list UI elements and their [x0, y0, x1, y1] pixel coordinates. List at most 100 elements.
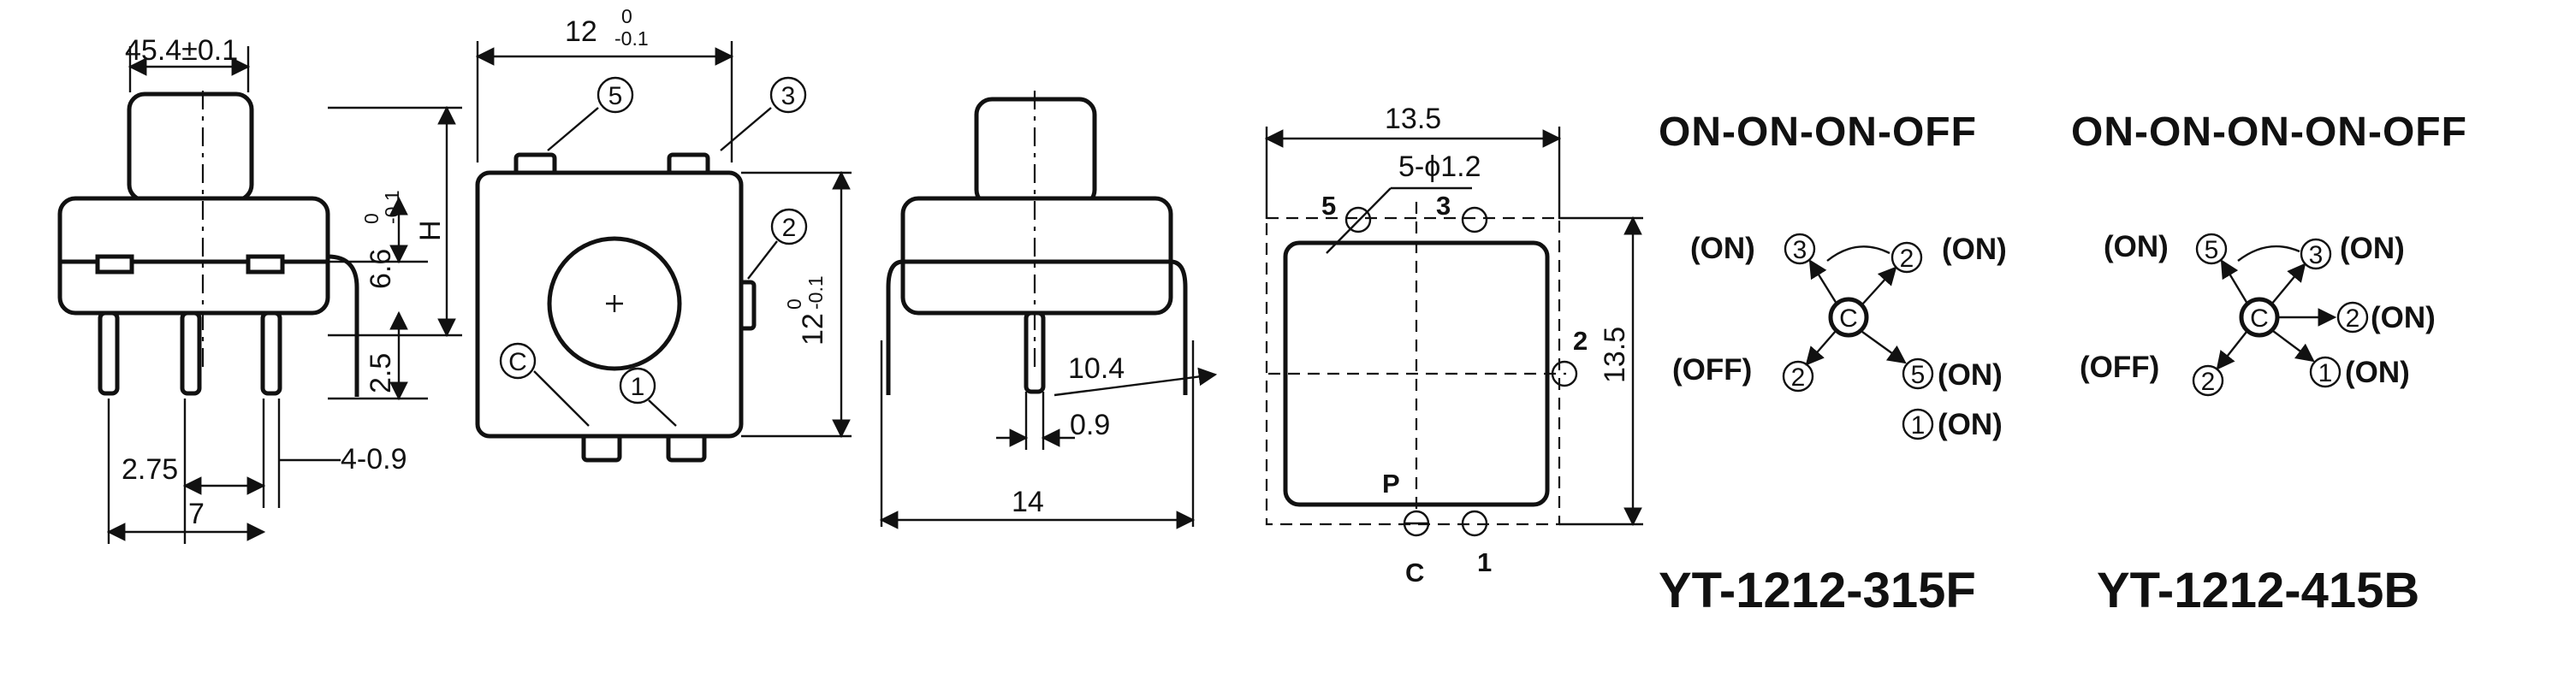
schematic-a-model: YT-1212-315F [1659, 563, 1976, 618]
schematic-b-pin5-icon [2195, 233, 2228, 265]
side-actuator [127, 92, 254, 203]
callout-3-leader [720, 107, 772, 151]
side-view-right: 14 10.4 0.9 [879, 91, 1218, 529]
schematic-a-pin2-on-icon [1890, 241, 1923, 274]
schematic-a-arrow-off [1805, 330, 1837, 366]
schematic-a-pin2-off: 2 [1791, 363, 1806, 392]
schematic-b-pin1-icon [2309, 356, 2342, 388]
right-side-body [900, 196, 1173, 316]
top-height-tol-top: 0 [783, 298, 805, 310]
top-height-label: 12 [797, 313, 829, 346]
schematic-b-arrow-1 [2272, 330, 2315, 363]
schematic-a-pin1-icon [1902, 408, 1934, 440]
footprint-hole-2 [1551, 360, 1578, 387]
footprint-height-label: 13.5 [1599, 327, 1631, 383]
footprint-width-label: 13.5 [1385, 103, 1441, 135]
schematic-a-arrow-3 [1808, 259, 1838, 304]
schematic-b-pin5: 5 [2205, 236, 2219, 264]
right-terminal-left [886, 259, 904, 395]
schematic-a-arrow-5 [1861, 331, 1907, 364]
footprint-pin-1: 1 [1477, 547, 1492, 577]
schematic-a-pin5-icon [1902, 357, 1934, 390]
height-label: H [414, 220, 447, 241]
schematic-b-pin1: 1 [2318, 359, 2333, 387]
schematic-b-state-3: (ON) [2371, 301, 2436, 334]
schematic-a-pin3-icon [1784, 233, 1816, 265]
hole-label: 5-ϕ1.2 [1398, 151, 1481, 183]
footprint-pin-2: 2 [1573, 326, 1588, 356]
schematic-a: ON-ON-ON-OFF C 3 2 2 5 1 (ON) (ON) (OFF)… [1659, 109, 2007, 618]
schematic-b-center: C [2250, 304, 2269, 333]
schematic-b-pin2-off-icon [2192, 364, 2224, 397]
schematic-b-state-4: (OFF) [2080, 351, 2159, 384]
callout-c: C [508, 348, 527, 376]
side-pin-middle [180, 310, 202, 396]
schematic-b-title: ON-ON-ON-ON-OFF [2071, 109, 2467, 155]
schematic-a-arrow-2 [1861, 266, 1897, 305]
schematic-b-arrow-5 [2220, 259, 2249, 304]
footprint-hole-3 [1461, 206, 1488, 233]
callout-2: 2 [782, 214, 797, 242]
top-width-tol-top: 0 [621, 5, 632, 27]
schematic-a-pin2-on: 2 [1900, 245, 1914, 273]
callout-1-icon [619, 367, 656, 405]
hole-leader [1326, 187, 1392, 254]
schematic-a-center-icon [1828, 297, 1869, 338]
callout-2-leader [747, 240, 778, 280]
schematic-a-state-2: (ON) [1942, 233, 2007, 266]
schematic-a-state-5: (ON) [1938, 408, 2003, 441]
callout-c-leader [533, 370, 590, 427]
pin-gap-tol-bottom: -0.1 [381, 190, 403, 224]
side-latch-left [95, 254, 134, 275]
schematic-a-pin2-off-icon [1782, 360, 1814, 393]
pin-gap-tol-top: 0 [360, 213, 383, 224]
schematic-b-state-2: (ON) [2340, 232, 2405, 265]
schematic-b-arrow-3 [2270, 263, 2306, 305]
footprint-hole-1 [1461, 510, 1488, 537]
schematic-b-state-1: (ON) [2104, 230, 2169, 263]
footprint-hole-5 [1344, 206, 1372, 233]
schematic-a-rotation-arc [1826, 245, 1890, 262]
right-terminal-right [1170, 259, 1188, 395]
top-height-tol-bottom: -0.1 [804, 275, 827, 310]
side-terminal-right [327, 254, 359, 397]
lead-label: 10.4 [1068, 352, 1125, 385]
pin-length-label: 2.5 [365, 353, 397, 393]
side-latch-right [246, 254, 285, 275]
footprint-view: 13.5 13.5 5-ϕ1.2 5 3 2 P C 1 [1264, 103, 1643, 588]
schematic-a-state-3: (OFF) [1672, 353, 1752, 387]
spacing-label: 7 [188, 498, 205, 530]
top-view: 12 0 -0.1 5 3 2 C 1 12 0 -0.1 [475, 5, 852, 463]
side-width-label: 45.4±0.1 [125, 34, 238, 67]
callout-3-icon [769, 76, 807, 114]
side-pin-left [98, 310, 120, 396]
footprint-pin-c: C [1405, 558, 1424, 588]
footprint-pin-5: 5 [1321, 191, 1336, 221]
schematic-b: ON-ON-ON-ON-OFF C 5 3 2 2 1 (ON) (ON) (O… [2071, 109, 2467, 618]
side-pin-right [260, 310, 282, 396]
schematic-a-pin1: 1 [1911, 411, 1926, 440]
pin-x-label: 2.75 [122, 453, 178, 486]
callout-5-icon [597, 76, 634, 114]
callout-5: 5 [608, 82, 623, 110]
schematic-b-pin3: 3 [2309, 241, 2324, 269]
top-width-tol-bottom: -0.1 [614, 27, 649, 50]
callout-2-icon [770, 208, 808, 245]
callout-5-leader [547, 107, 599, 151]
schematic-b-pin2-off: 2 [2201, 368, 2216, 396]
schematic-a-pin5: 5 [1911, 361, 1926, 389]
pin-width-label: 4-0.9 [341, 443, 407, 475]
schematic-b-arrow-off [2216, 331, 2247, 370]
right-pin-label: 0.9 [1070, 409, 1110, 441]
callout-3: 3 [781, 82, 796, 110]
schematic-a-state-1: (ON) [1690, 232, 1755, 265]
callout-1-leader [648, 399, 677, 427]
schematic-a-center: C [1839, 304, 1858, 333]
schematic-b-model: YT-1212-415B [2097, 563, 2419, 618]
schematic-b-pin2-on: 2 [2346, 304, 2360, 333]
schematic-b-state-5: (ON) [2345, 356, 2410, 389]
footprint-outline [1265, 216, 1561, 526]
top-width-label: 12 [565, 15, 597, 48]
callout-1: 1 [631, 373, 645, 401]
